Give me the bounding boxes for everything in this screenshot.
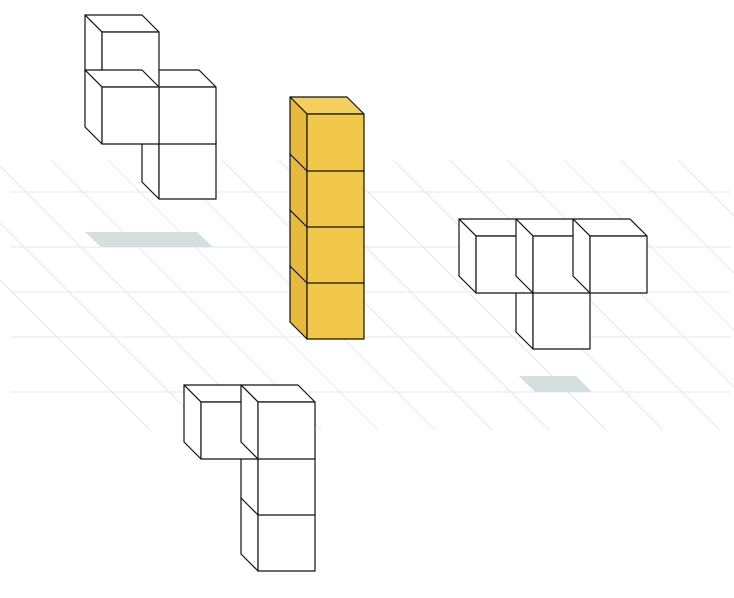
grid-diagonal-line xyxy=(563,159,734,331)
piece-zigzag[interactable] xyxy=(84,14,217,200)
grid-diagonal-line xyxy=(620,159,734,274)
grid-diagonal-line xyxy=(506,159,734,388)
grid-diagonal-line xyxy=(0,222,208,431)
white-cube xyxy=(240,384,316,460)
grid-diagonal-line xyxy=(677,159,734,217)
white-cube xyxy=(84,69,160,145)
highlight-tile-right xyxy=(519,376,592,392)
grid-diagonal-line xyxy=(107,159,379,431)
yellow-cube xyxy=(289,96,365,172)
piece-l-shape[interactable] xyxy=(183,384,316,572)
white-cube xyxy=(572,218,648,294)
floor-grid xyxy=(0,159,734,431)
highlight-tile-left xyxy=(85,232,213,247)
grid-diagonal-line xyxy=(0,279,151,431)
piece-i-column[interactable] xyxy=(289,96,365,340)
floor-highlights xyxy=(85,232,592,392)
piece-t-shape[interactable] xyxy=(458,218,648,350)
